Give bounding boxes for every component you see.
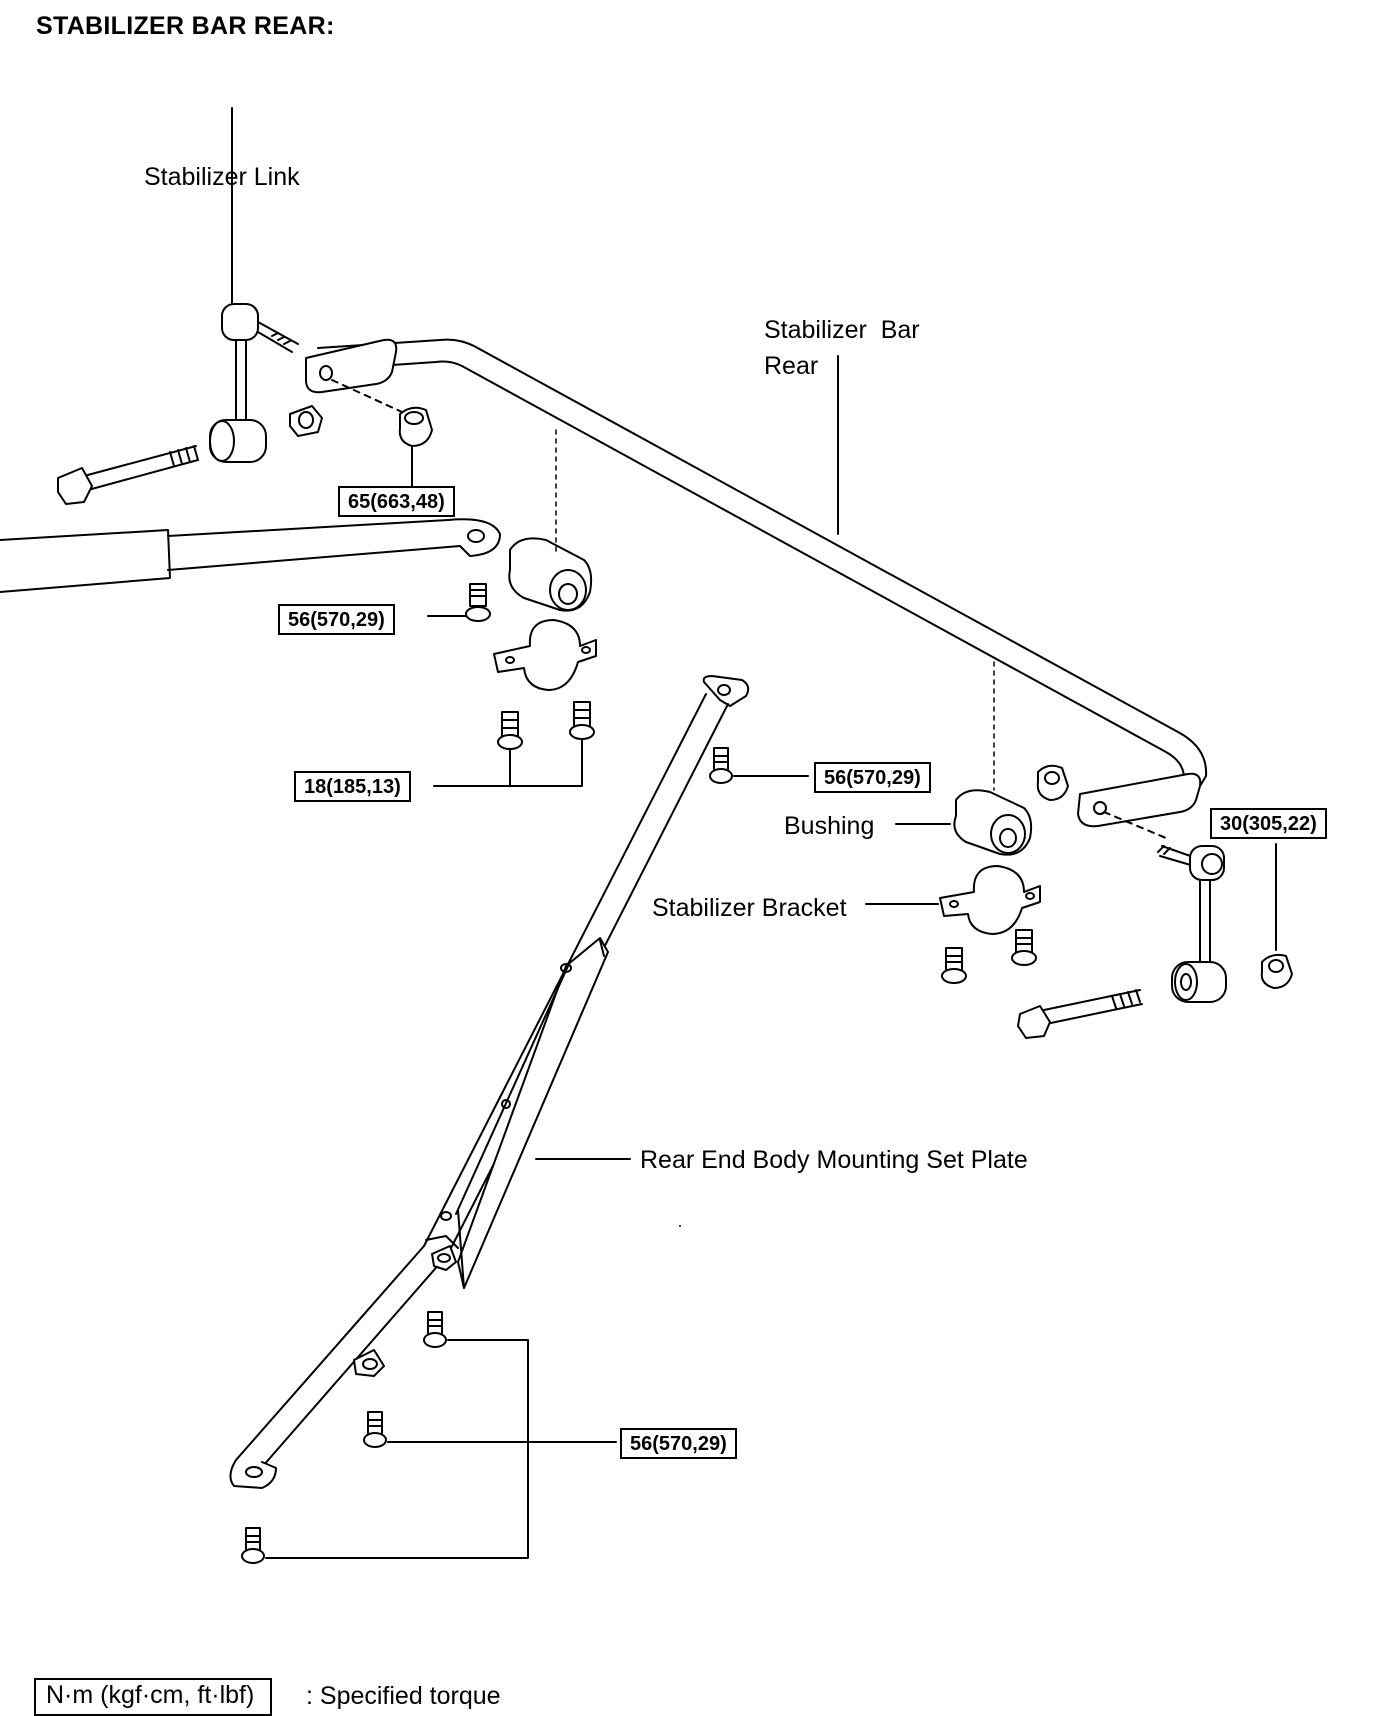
torque-link-nut-left: 65(663,48): [338, 486, 455, 517]
plate-bolt-bottom-b: [363, 1411, 387, 1448]
bracket-bolt-right-b: [1011, 929, 1037, 966]
label-stabilizer-link: Stabilizer Link: [144, 163, 300, 191]
torque-link-nut-right: 30(305,22): [1210, 808, 1327, 839]
torque-bracket-bolt-left: 56(570,29): [278, 604, 395, 635]
bracket-bolt-lower-a: [497, 711, 523, 750]
plate-bolt-bottom-a: [423, 1311, 447, 1348]
page-title: STABILIZER BAR REAR:: [36, 12, 335, 40]
link-bolt-right: [1017, 989, 1143, 1039]
alignment-line-right: [1103, 811, 1167, 839]
torque-unit-legend: N·m (kgf·cm, ft·lbf): [34, 1678, 273, 1716]
bracket-bolt-right-a: [941, 947, 967, 984]
bushing-right: [895, 661, 1033, 856]
stabilizer-link-right: [1157, 845, 1227, 1003]
small-nut-left: [289, 405, 323, 437]
small-nut-right: [1036, 764, 1069, 801]
label-stabilizer-bar-line2: Rear: [764, 352, 819, 380]
stabilizer-link-left: [209, 107, 299, 463]
torque-legend-description: : Specified torque: [306, 1682, 501, 1710]
label-rear-end-plate: Rear End Body Mounting Set Plate: [640, 1146, 1028, 1174]
stabilizer-bracket-left: [493, 619, 597, 691]
stabilizer-bracket-right: [865, 865, 1041, 935]
alignment-line-left: [331, 379, 403, 413]
link-bolt-left: [57, 445, 199, 505]
leader-18-185-13: [433, 739, 583, 787]
link-nut-right: [1260, 843, 1293, 989]
leader-plate-bolts-bottom: [265, 1339, 617, 1559]
stabilizer-bar: [305, 338, 1208, 828]
shock-absorber: [0, 518, 501, 593]
label-bushing: Bushing: [784, 812, 875, 840]
torque-plate-bolts-bottom: 56(570,29): [620, 1428, 737, 1459]
plate-bolt-top: [709, 747, 809, 784]
torque-bracket-bolts-lower: 18(185,13): [294, 771, 411, 802]
link-nut-left: [398, 406, 433, 487]
bushing-left: [508, 429, 593, 612]
bracket-bolt-upper-left: [427, 583, 491, 622]
rear-end-mounting-plate: [229, 675, 750, 1489]
plate-bolt-bottom-c: [241, 1527, 265, 1564]
label-stabilizer-bracket: Stabilizer Bracket: [652, 894, 847, 922]
torque-plate-bolt-top: 56(570,29): [814, 762, 931, 793]
bracket-bolt-lower-b: [569, 701, 595, 740]
label-stabilizer-bar-line1: Stabilizer Bar: [764, 316, 920, 344]
